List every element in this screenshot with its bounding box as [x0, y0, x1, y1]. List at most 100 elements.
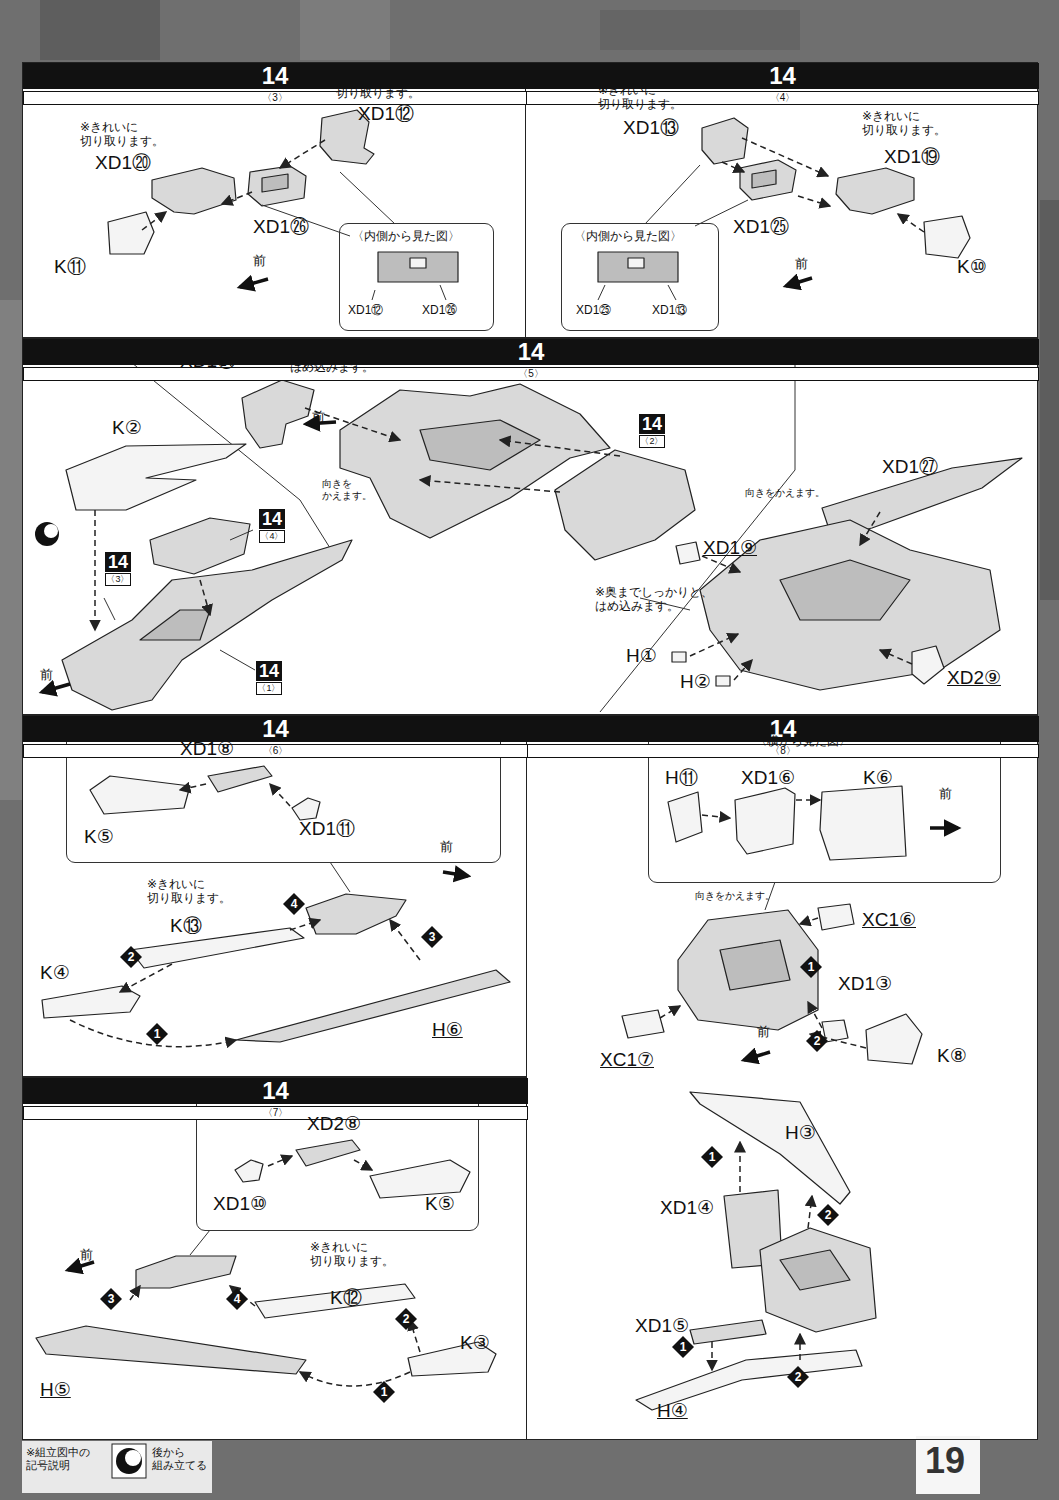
part-label: H④ [657, 1400, 688, 1422]
part-label: XC1⑥ [862, 909, 916, 931]
step-order-diamond: 1 [800, 956, 822, 978]
note-text: 向きをかえます。 [745, 487, 825, 499]
step-order-diamond: 2 [120, 946, 142, 968]
sub-step-number: 〈7〉 [23, 1106, 528, 1120]
step-5-parts [35, 345, 1022, 712]
part-label: H③ [785, 1122, 816, 1144]
part-label: K⑬ [170, 915, 202, 937]
step-panel: 14 〈3〉〈内側から見た図〉 XD1⑫ XD1㉖ [22, 62, 526, 338]
part-label: K⑪ [54, 256, 86, 278]
note-text: ※奥までしっかりと、 はめ込みます。 [595, 586, 720, 614]
part-label: XD1③ [838, 973, 892, 995]
step-number: 14 [23, 63, 527, 89]
part-label: XD1⑤ [635, 1315, 689, 1337]
part-label: H⑤ [40, 1379, 71, 1401]
part-label: H⑥ [432, 1019, 463, 1041]
step-7-parts [36, 1140, 496, 1386]
sub-step-number: 〈5〉 [23, 367, 1039, 381]
step-order-diamond: 1 [146, 1023, 168, 1045]
part-label: XD1⑫ [358, 103, 414, 125]
step-badge: 14〈2〉 [639, 414, 665, 452]
part-label: K⑥ [863, 767, 893, 789]
part-label: XC1⑦ [600, 1049, 654, 1071]
part-label: XD1㉗ [882, 456, 938, 478]
note-text: ※奥までしっかりと、 はめ込みます。 [290, 347, 415, 375]
note-text: 前 [40, 668, 53, 683]
step-order-diamond: 4 [283, 893, 305, 915]
page-number: 19 [925, 1440, 965, 1481]
step-8-parts [622, 786, 958, 1410]
part-label: 〈横から見た図〉 [755, 735, 851, 749]
part-label: XD2⑨ [947, 667, 1001, 689]
step-order-diamond: 2 [787, 1366, 809, 1388]
detail-inset: 〈内側から見た図〉 XD1⑫ XD1㉖ [339, 223, 494, 331]
note-text: 前 [440, 840, 453, 855]
note-text: ※きれいに 切り取ります。 [862, 110, 951, 138]
note-text: 前 [80, 1248, 93, 1263]
part-label: XD1⑳ [95, 152, 151, 174]
part-label: XD1⑪ [299, 818, 355, 840]
part-label: XD1⑥ [741, 767, 795, 789]
step-6-parts [42, 766, 510, 1047]
step-badge: 14〈4〉 [259, 509, 285, 547]
step-number: 14 [256, 661, 282, 681]
part-label: XD1㉖ [253, 216, 309, 238]
part-label: XD1⑬ [652, 304, 687, 318]
step-order-diamond: 2 [395, 1308, 417, 1330]
part-label: K⑩ [957, 256, 987, 278]
part-label: H⑪ [665, 767, 698, 789]
sub-step-number: 〈6〉 [23, 744, 528, 758]
part-label: K⑧ [937, 1045, 967, 1067]
step-order-diamond: 1 [373, 1381, 395, 1403]
step-order-diamond: 3 [421, 926, 443, 948]
step-order-diamond: 2 [806, 1030, 828, 1052]
step-panel: 14〈5〉14〈2〉14〈4〉14〈3〉14〈1〉 [22, 338, 1038, 715]
step-number: 14 [639, 414, 665, 434]
sub-step-number: 〈4〉 [259, 530, 285, 543]
detail-inset: 〈内側から見た図〉XD1㉕XD1⑬ [561, 223, 719, 331]
step-panel: 14〈8〉〈横から見た図〉H⑪XD1⑥K⑥前 [526, 715, 1038, 1440]
step-order-diamond: 1 [672, 1336, 694, 1358]
step-number: 14 [105, 552, 131, 572]
sub-step-number: 〈3〉 [23, 91, 527, 105]
part-label: K⑫ [330, 1287, 362, 1309]
part-label: XD1㉕ [733, 216, 789, 238]
step-order-diamond: 4 [226, 1288, 248, 1310]
part-label: K③ [460, 1332, 490, 1354]
part-label: 〈内側から見た図〉 [574, 230, 682, 244]
note-text: ※きれいに 切り取ります。 [80, 121, 169, 149]
part-label: XD1⑫ [348, 304, 383, 318]
part-label: XD1⑩ [213, 1193, 267, 1215]
note-text: 前 [253, 254, 266, 269]
step-number: 14 [23, 339, 1039, 365]
step-4-parts [598, 118, 970, 300]
part-label: H② [680, 671, 711, 693]
step-panel: 14〈7〉XD2⑧XD1⑩K⑤ [22, 1077, 527, 1440]
note-text: ※きれいに 切り取ります。 [310, 1241, 399, 1269]
part-label: H① [626, 645, 657, 667]
step-number: 14 [259, 509, 285, 529]
part-label: XD1㉖ [422, 304, 457, 318]
sub-step-number: 〈1〉 [256, 682, 282, 695]
note-text: 向きをかえます。 [695, 890, 775, 902]
part-label: XD1⑲ [884, 146, 940, 168]
note-text: 向きを かえます。 [322, 478, 374, 501]
note-text: 前 [757, 1025, 770, 1040]
note-text: ※きれいに 切り取ります。 [598, 84, 687, 112]
note-text: 前 [795, 257, 808, 272]
note-text: ※組立図中の 記号説明 [26, 1446, 99, 1471]
step-number: 14 [23, 1078, 528, 1104]
part-label: XD1⑧ [180, 738, 234, 760]
step-badge: 14〈1〉 [256, 661, 282, 699]
part-label: 〈内側から見た図〉 [352, 230, 460, 244]
part-label: XD1⑬ [623, 117, 679, 139]
step-order-diamond: 2 [817, 1204, 839, 1226]
step-badge: 14〈3〉 [105, 552, 131, 590]
note-text: ※きれいに 切り取ります。 [147, 878, 236, 906]
part-label: K⑤ [84, 826, 114, 848]
part-label: XD1⑨ [703, 537, 757, 559]
sub-step-number: 〈2〉 [639, 435, 665, 448]
sub-step-number: 〈3〉 [105, 573, 131, 586]
